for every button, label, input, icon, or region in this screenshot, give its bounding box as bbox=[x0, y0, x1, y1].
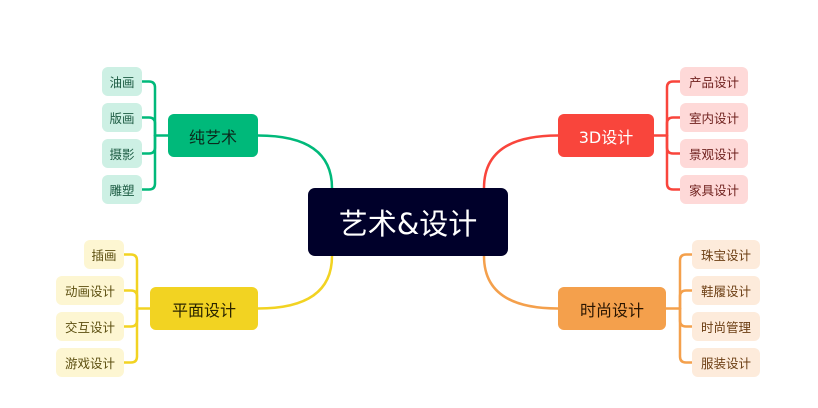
root-link-green bbox=[256, 134, 334, 190]
leaf-link bbox=[140, 80, 157, 137]
leaf-node[interactable]: 摄影 bbox=[102, 139, 142, 168]
leaf-link bbox=[122, 253, 139, 310]
leaf-node[interactable]: 家具设计 bbox=[680, 175, 748, 204]
branch-label: 纯艺术 bbox=[188, 127, 237, 147]
leaf-link bbox=[678, 289, 694, 310]
leaf-label: 摄影 bbox=[109, 147, 135, 162]
leaf-node[interactable]: 插画 bbox=[84, 240, 124, 269]
leaf-node[interactable]: 鞋履设计 bbox=[692, 276, 760, 305]
branch-label: 平面设计 bbox=[171, 300, 236, 320]
leaf-link bbox=[140, 116, 157, 137]
branch-label: 时尚设计 bbox=[579, 300, 644, 320]
branch-node-green[interactable]: 纯艺术 bbox=[168, 114, 258, 157]
branch-node-yellow[interactable]: 平面设计 bbox=[150, 287, 258, 330]
leaf-node[interactable]: 交互设计 bbox=[56, 312, 124, 341]
leaf-node[interactable]: 雕塑 bbox=[102, 175, 142, 204]
leaf-link bbox=[665, 116, 682, 137]
root-node[interactable]: 艺术&设计 bbox=[308, 188, 508, 256]
leaf-label: 家具设计 bbox=[688, 183, 739, 198]
leaf-label: 游戏设计 bbox=[64, 356, 115, 371]
leaf-label: 珠宝设计 bbox=[700, 248, 751, 263]
leaf-node[interactable]: 室内设计 bbox=[680, 103, 748, 132]
leaf-link bbox=[122, 289, 139, 310]
leaf-link bbox=[678, 307, 694, 364]
leaf-label: 服装设计 bbox=[700, 356, 751, 371]
leaf-node[interactable]: 版画 bbox=[102, 103, 142, 132]
leaf-label: 室内设计 bbox=[688, 111, 739, 126]
root-link-yellow bbox=[256, 254, 334, 310]
leaf-link bbox=[678, 253, 694, 310]
leaf-node[interactable]: 游戏设计 bbox=[56, 348, 124, 377]
leaf-link bbox=[678, 307, 694, 328]
branch-node-red[interactable]: 3D设计 bbox=[558, 114, 654, 157]
leaf-label: 鞋履设计 bbox=[700, 284, 751, 299]
leaf-label: 插画 bbox=[91, 248, 117, 263]
leaf-node[interactable]: 油画 bbox=[102, 67, 142, 96]
root-label: 艺术&设计 bbox=[338, 207, 478, 241]
leaf-link bbox=[665, 134, 682, 191]
root-link-orange bbox=[482, 254, 560, 310]
leaf-label: 时尚管理 bbox=[700, 320, 751, 335]
leaf-label: 油画 bbox=[109, 75, 135, 90]
leaf-link bbox=[140, 134, 157, 191]
leaf-node[interactable]: 景观设计 bbox=[680, 139, 748, 168]
leaf-link bbox=[665, 80, 682, 137]
leaf-link bbox=[665, 134, 682, 155]
leaf-node[interactable]: 动画设计 bbox=[56, 276, 124, 305]
leaf-node[interactable]: 时尚管理 bbox=[692, 312, 760, 341]
leaf-node[interactable]: 珠宝设计 bbox=[692, 240, 760, 269]
leaf-label: 动画设计 bbox=[64, 284, 115, 299]
leaf-label: 景观设计 bbox=[688, 147, 739, 162]
leaf-link bbox=[140, 134, 157, 155]
leaf-label: 雕塑 bbox=[109, 183, 135, 198]
leaf-link bbox=[122, 307, 139, 364]
branch-node-orange[interactable]: 时尚设计 bbox=[558, 287, 666, 330]
leaf-label: 产品设计 bbox=[688, 75, 739, 90]
root-link-red bbox=[482, 134, 560, 190]
leaf-label: 交互设计 bbox=[64, 320, 115, 335]
leaf-link bbox=[122, 307, 139, 328]
leaf-label: 版画 bbox=[109, 111, 135, 126]
leaf-node[interactable]: 产品设计 bbox=[680, 67, 748, 96]
branch-label: 3D设计 bbox=[578, 127, 634, 147]
leaf-node[interactable]: 服装设计 bbox=[692, 348, 760, 377]
